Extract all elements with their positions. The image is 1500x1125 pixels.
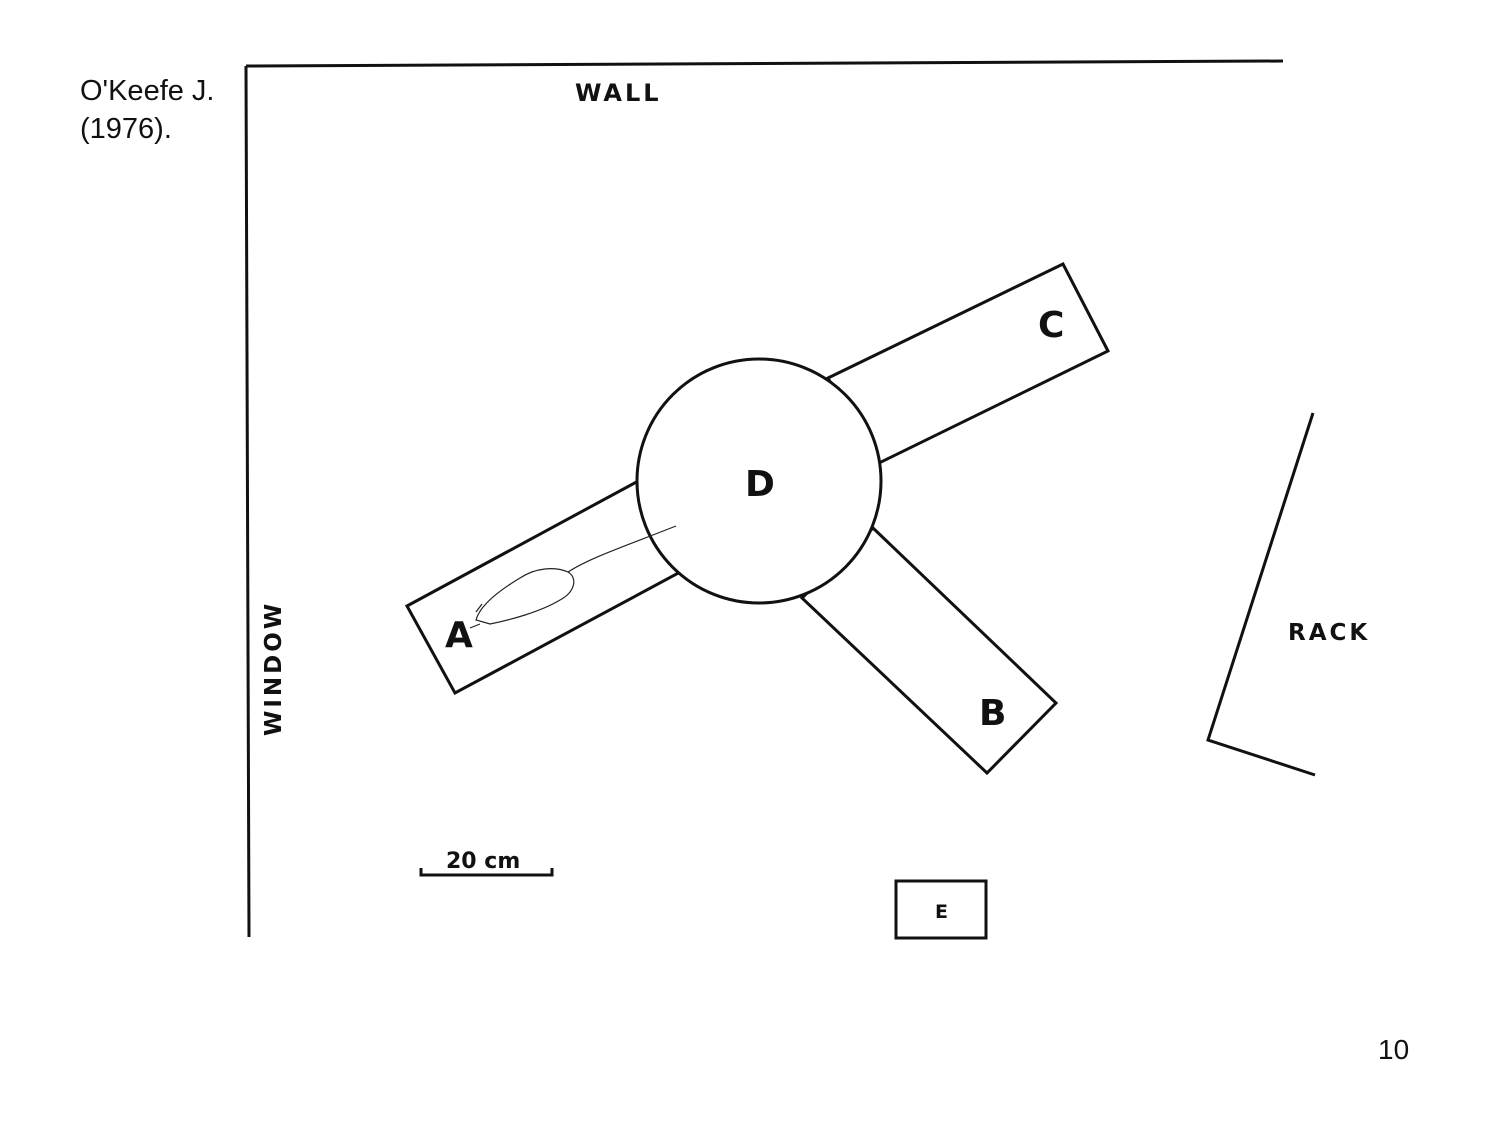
citation: O'Keefe J. (1976).	[80, 72, 215, 148]
rack-outline	[1206, 412, 1316, 777]
center-platform-d	[635, 357, 883, 605]
wall-label: WALL	[575, 79, 662, 107]
arm-b-label: B	[979, 693, 1006, 734]
scale-bar	[419, 868, 554, 877]
window-line	[244, 65, 251, 938]
scale-bar-label: 20 cm	[446, 849, 520, 874]
window-label: WINDOW	[261, 601, 287, 736]
center-d-label: D	[745, 464, 775, 505]
box-e-label: E	[935, 901, 948, 923]
arm-c-label: C	[1038, 305, 1064, 346]
wall-line	[245, 59, 1284, 68]
page-number: 10	[1378, 1034, 1410, 1065]
citation-year: (1976).	[80, 113, 172, 145]
rack-label: RACK	[1288, 620, 1370, 646]
rat-sketch	[469, 525, 677, 629]
citation-author: O'Keefe J.	[80, 75, 215, 107]
box-e	[894, 879, 988, 940]
arm-a-label: A	[445, 615, 473, 656]
